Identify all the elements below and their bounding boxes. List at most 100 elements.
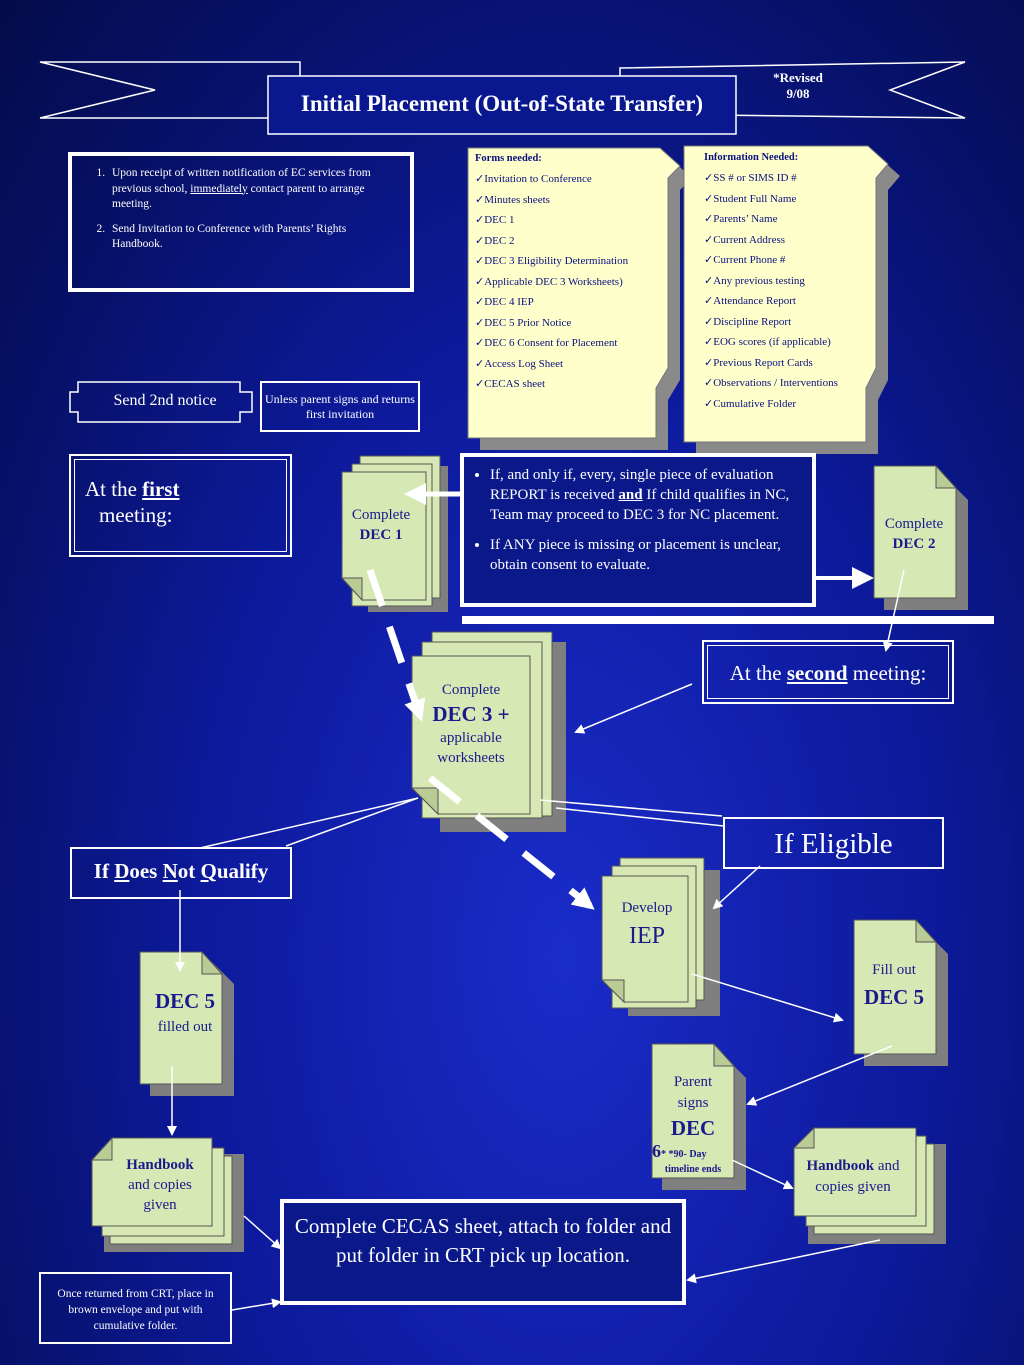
revised-label: *Revised [773, 70, 823, 85]
information-needed-item: ✓Current Phone # [704, 253, 874, 267]
cecas-box: Complete CECAS sheet, attach to folder a… [280, 1199, 686, 1305]
forms-needed-item-text: DEC 1 [484, 214, 515, 226]
checkmark-icon: ✓ [475, 378, 485, 390]
criteria-list: If, and only if, every, single piece of … [464, 465, 798, 575]
checkmark-icon: ✓ [704, 192, 714, 205]
forms-needed-item: ✓DEC 2 [475, 234, 660, 248]
dec3-label: Complete DEC 3 + applicable worksheets [412, 680, 530, 768]
information-needed-item: ✓Current Address [704, 233, 874, 247]
forms-needed-item: ✓DEC 4 IEP [475, 295, 660, 309]
forms-needed-item: ✓DEC 3 Eligibility Determination [475, 254, 660, 268]
dec6-line6: timeline ends [664, 1164, 722, 1175]
handbook-right-rest1: and [874, 1158, 900, 1174]
forms-needed-item-text: Access Log Sheet [484, 357, 564, 370]
information-needed-item: ✓EOG scores (if applicable) [704, 335, 874, 349]
checkmark-icon: ✓ [704, 315, 714, 328]
information-needed-heading: Information Needed: [704, 152, 799, 163]
dec1-label: Complete DEC 1 [342, 505, 420, 545]
forms-needed-item: ✓Invitation to Conference [475, 172, 660, 186]
information-needed-item: ✓Previous Report Cards [704, 356, 874, 370]
iep-line1: Develop [621, 900, 673, 916]
checkmark-icon: ✓ [704, 274, 714, 287]
information-needed-item-text: Student Full Name [713, 192, 797, 205]
information-needed-item: ✓Observations / Interventions [704, 376, 874, 390]
forms-needed-heading: Forms needed: [475, 153, 542, 164]
information-needed-item: ✓SS # or SIMS ID # [704, 171, 874, 185]
handbook-right-bold: Handbook [806, 1158, 875, 1174]
forms-needed-list: Forms needed: ✓Invitation to Conference✓… [475, 152, 660, 398]
dec5-left-line2: filled out [157, 1019, 213, 1035]
information-needed-item: ✓Any previous testing [704, 274, 874, 288]
dec2-label: Complete DEC 2 [874, 514, 954, 554]
second-meeting-box: At the second meeting: [702, 640, 954, 704]
checkmark-icon: ✓ [475, 214, 485, 226]
checkmark-icon: ✓ [704, 172, 714, 184]
first-meeting-line1: At the first [85, 477, 180, 501]
forms-needed-item: ✓DEC 5 Prior Notice [475, 316, 660, 330]
criteria-box: If, and only if, every, single piece of … [460, 453, 816, 607]
information-needed-list: Information Needed: ✓SS # or SIMS ID #✓S… [704, 151, 874, 417]
information-needed-item: ✓Discipline Report [704, 315, 874, 329]
information-needed-item: ✓Parents’ Name [704, 212, 874, 226]
checkmark-icon: ✓ [475, 296, 485, 308]
forms-needed-item-text: DEC 4 IEP [484, 296, 534, 308]
forms-needed-item-text: DEC 3 Eligibility Determination [484, 255, 629, 267]
dec3-line1: Complete [441, 682, 501, 698]
dec1-line2: DEC 1 [359, 527, 403, 543]
information-needed-item-text: Discipline Report [713, 315, 792, 328]
checkmark-icon: ✓ [704, 377, 714, 389]
unless-note: Unless parent signs and returns first in… [260, 381, 420, 432]
checkmark-icon: ✓ [475, 255, 485, 267]
divider-bar [462, 616, 994, 624]
dec2-line2: DEC 2 [892, 536, 936, 552]
forms-needed-item: ✓DEC 6 Consent for Placement [475, 336, 660, 350]
step-1: Upon receipt of written notification of … [108, 166, 388, 213]
checkmark-icon: ✓ [704, 356, 714, 369]
forms-needed-item: ✓Applicable DEC 3 Worksheets) [475, 275, 660, 289]
forms-needed-item-text: CECAS sheet [484, 378, 546, 390]
dec3-line4: worksheets [437, 750, 505, 766]
information-needed-item: ✓Cumulative Folder [704, 397, 874, 411]
information-needed-item: ✓Attendance Report [704, 294, 874, 308]
iep-label: Develop IEP [602, 898, 692, 954]
checkmark-icon: ✓ [475, 193, 485, 206]
dec6-line3: DEC [670, 1116, 716, 1140]
checkmark-icon: ✓ [475, 234, 485, 247]
steps-list: Upon receipt of written notification of … [72, 166, 388, 253]
checkmark-icon: ✓ [704, 336, 714, 348]
handbook-left-bold: Handbook [126, 1157, 194, 1173]
handbook-left-label: Handbook and copies given [110, 1155, 210, 1215]
checkmark-icon: ✓ [475, 357, 485, 370]
criteria-item-2: If ANY piece is missing or placement is … [490, 535, 798, 575]
checkmark-icon: ✓ [704, 213, 714, 225]
dec2-line1: Complete [884, 516, 944, 532]
criteria-item-1: If, and only if, every, single piece of … [490, 465, 798, 525]
dec6-label: Parent signs DEC 6* *90- Day timeline en… [652, 1072, 734, 1176]
dec6-line4: 6 [652, 1141, 661, 1161]
dec5-right-label: Fill out DEC 5 [854, 960, 934, 1014]
checkmark-icon: ✓ [475, 316, 485, 329]
information-needed-item-text: Current Address [713, 233, 786, 246]
revised-date: 9/08 [786, 86, 810, 101]
step-1-emphasis: immediately [190, 182, 248, 195]
dec5-right-line2: DEC 5 [863, 985, 925, 1009]
dec3-line3: applicable [440, 730, 502, 746]
information-needed-item: ✓Student Full Name [704, 192, 874, 206]
first-meeting-line2: meeting: [99, 503, 173, 527]
handbook-right-label: Handbook and copies given [796, 1156, 910, 1198]
forms-needed-item-text: Invitation to Conference [484, 173, 592, 185]
revised-note: *Revised 9/08 [760, 70, 836, 102]
first-meeting-box: At the first meeting: [69, 454, 292, 557]
information-needed-item-text: Attendance Report [713, 295, 796, 307]
forms-needed-item: ✓DEC 1 [475, 213, 660, 227]
forms-needed-item-text: DEC 5 Prior Notice [484, 316, 572, 329]
step-2: Send Invitation to Conference with Paren… [108, 222, 388, 253]
information-needed-item-text: SS # or SIMS ID # [713, 172, 797, 184]
checkmark-icon: ✓ [704, 295, 714, 307]
forms-needed-item-text: DEC 6 Consent for Placement [484, 337, 618, 349]
steps-box: Upon receipt of written notification of … [68, 152, 414, 292]
information-needed-item-text: Cumulative Folder [713, 397, 797, 410]
handbook-left-rest: and copies given [128, 1177, 192, 1213]
does-not-qualify-box: If Does Not Qualify [70, 847, 292, 899]
forms-needed-items: ✓Invitation to Conference✓Minutes sheets… [475, 172, 660, 391]
